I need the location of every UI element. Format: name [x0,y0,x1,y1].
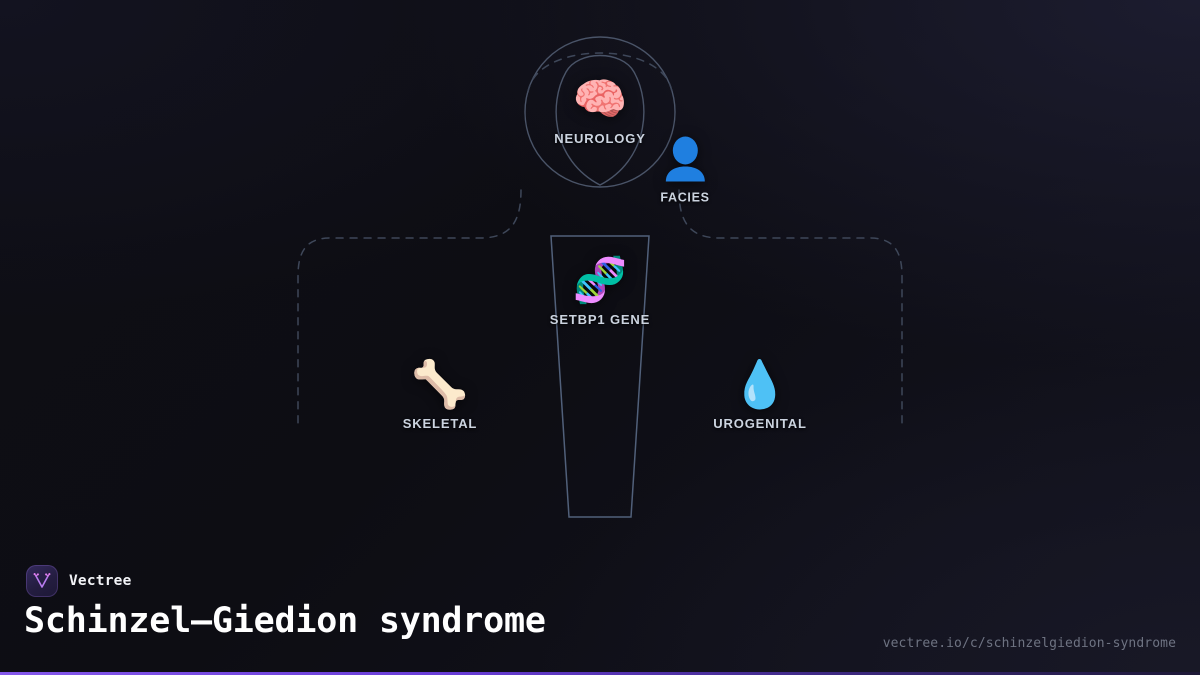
dna-helix-icon: 🧬 [572,256,628,305]
head-inner-teardrop [555,54,645,186]
water-droplet-icon: 💧 [731,358,789,410]
page-title: Schinzel–Giedion syndrome [24,601,546,641]
node-skeletal-label: SKELETAL [402,416,478,431]
head-dashed-arc [527,52,673,93]
footer-accent-rule [0,672,1200,675]
torso-outline [550,235,650,518]
brand[interactable]: Vectree [26,565,132,597]
footer: Vectree Schinzel–Giedion syndrome vectre… [0,553,1200,675]
bone-icon: 🦴 [411,358,469,410]
person-bust-icon [662,136,708,182]
brain-icon: 🧠 [572,75,628,124]
node-neurology[interactable]: 🧠 NEUROLOGY [554,75,646,147]
page-url: vectree.io/c/schinzelgiedion-syndrome [882,636,1176,651]
body-outline-diagram: .solid-stroke { fill:none; stroke:#4a546… [297,36,903,518]
node-facies[interactable]: FACIES [660,136,709,205]
node-gene[interactable]: 🧬 SETBP1 GENE [549,256,651,328]
head-outline-circle [524,36,676,188]
node-skeletal[interactable]: 🦴 SKELETAL [403,361,477,431]
brand-name: Vectree [69,573,132,589]
node-urogenital-label: UROGENITAL [713,416,807,431]
vectree-logo-icon [26,565,58,597]
node-gene-label: SETBP1 GENE [549,312,651,327]
node-neurology-label: NEUROLOGY [554,131,646,146]
node-urogenital[interactable]: 💧 UROGENITAL [713,361,806,431]
node-facies-label: FACIES [660,190,710,205]
